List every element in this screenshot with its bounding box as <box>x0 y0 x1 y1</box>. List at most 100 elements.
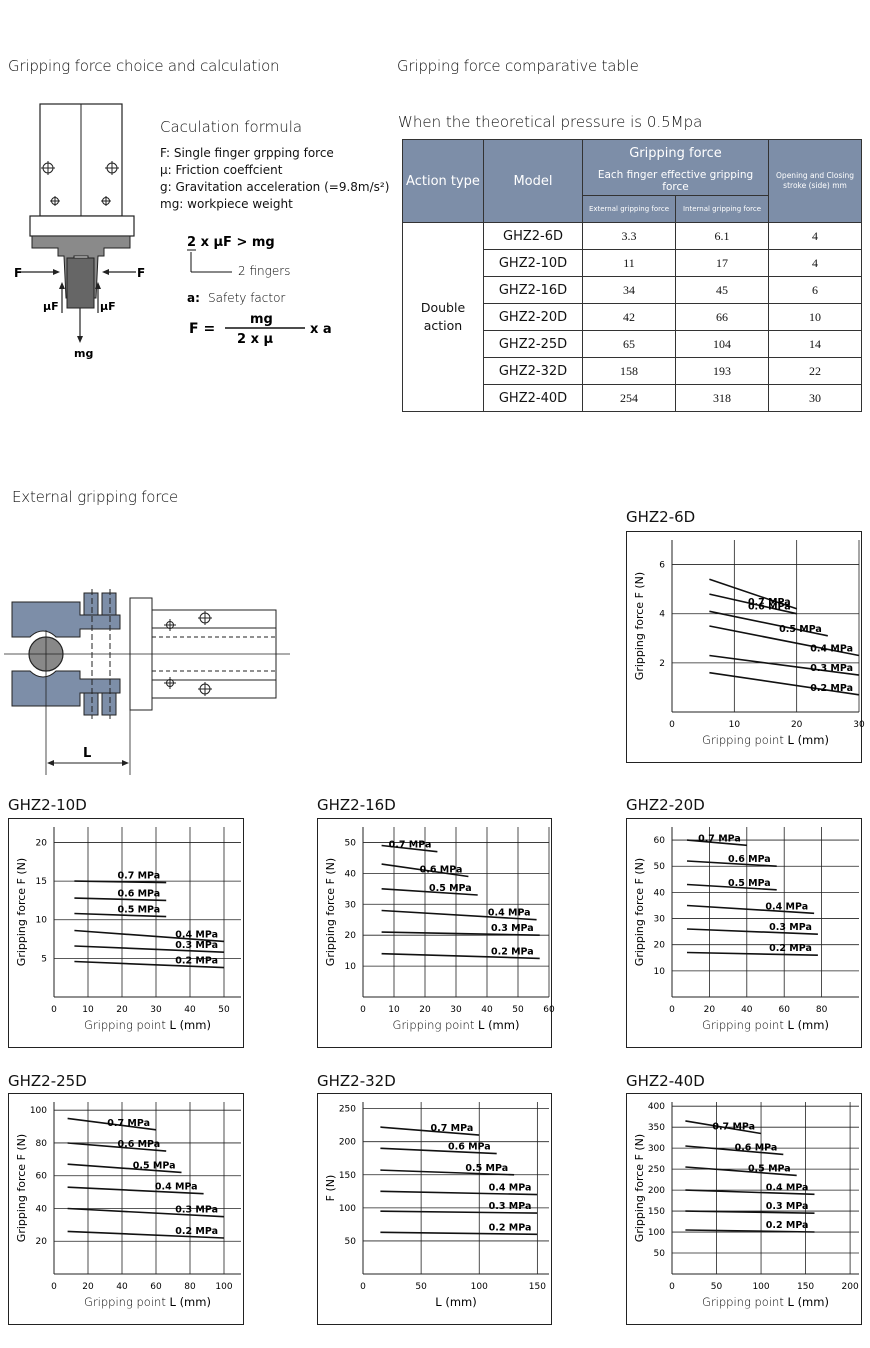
y-tick-label: 350 <box>648 1123 665 1133</box>
x-axis-label: Gripping point L (mm) <box>84 1018 211 1032</box>
cell-model: GHZ2-20D <box>483 303 583 331</box>
cell-stroke: 4 <box>768 249 862 277</box>
series-label: 0.6 MPa <box>448 1142 491 1153</box>
diagram-F-right: F <box>137 266 145 280</box>
series-label: 0.2 MPa <box>489 1222 532 1233</box>
series-line <box>685 1166 797 1177</box>
series-line <box>685 1145 784 1156</box>
series-label: 0.5 MPa <box>779 624 822 635</box>
series-label: 0.6 MPa <box>735 1142 778 1153</box>
series-label: 0.7 MPa <box>117 871 160 882</box>
y-tick-label: 20 <box>654 941 666 951</box>
tick-label-origin: 0 <box>669 1005 675 1015</box>
series-line <box>67 1142 167 1152</box>
series-label: 0.7 MPa <box>698 833 741 844</box>
x-axis-label: Gripping point L (mm) <box>84 1295 211 1309</box>
y-axis-label: Gripping force F (N) <box>15 1134 28 1242</box>
formula-line-2: μ: Friction coeffcient <box>160 163 283 177</box>
x-tick-label: 30 <box>450 1005 462 1015</box>
y-tick-label: 40 <box>654 888 666 898</box>
formula-eq1: 2 x μF > mg <box>187 235 275 250</box>
cell-model: GHZ2-10D <box>483 249 583 277</box>
series-label: 0.4 MPa <box>488 908 531 919</box>
y-tick-label: 400 <box>648 1102 665 1112</box>
y-tick-label: 50 <box>345 1237 357 1247</box>
cell-stroke: 10 <box>768 303 862 331</box>
formula-line-4: mg: workpiece weight <box>160 197 293 211</box>
y-tick-label: 100 <box>30 1106 47 1116</box>
cell-model: GHZ2-25D <box>483 330 583 358</box>
series-label: 0.6 MPa <box>728 854 771 865</box>
series-label: 0.5 MPa <box>117 905 160 916</box>
series-label: 0.5 MPa <box>728 878 771 889</box>
series-label: 0.4 MPa <box>766 1182 809 1193</box>
y-tick-label: 20 <box>36 838 48 848</box>
series-line <box>685 1189 815 1196</box>
y-tick-label: 30 <box>654 915 666 925</box>
cell-stroke: 6 <box>768 276 862 304</box>
series-line <box>709 625 860 657</box>
series-label: 0.7 MPa <box>712 1121 755 1132</box>
series-label: 0.7 MPa <box>107 1118 150 1129</box>
series-line <box>67 1117 157 1131</box>
series-line <box>381 844 438 853</box>
y-tick-label: 100 <box>648 1228 665 1238</box>
series-line <box>381 888 478 896</box>
y-tick-label: 100 <box>339 1204 356 1214</box>
table-condition: When the theoretical pressure is 0.5Mpa <box>398 113 703 131</box>
y-tick-label: 40 <box>345 869 357 879</box>
formula-line-3: g: Gravitation acceleration (=9.8m/s²) <box>160 180 390 194</box>
formula-equations: 2 x μF > mg 2 fingers a: Safety factor F… <box>187 235 332 347</box>
formula-safety: Safety factor <box>208 291 285 305</box>
series-label: 0.3 MPa <box>769 922 812 933</box>
heading-choice: Gripping force choice and calculation <box>8 57 280 75</box>
x-tick-label: 60 <box>778 1005 790 1015</box>
cell-ext: 254 <box>582 384 676 412</box>
y-tick-label: 20 <box>345 931 357 941</box>
series-label: 0.5 MPa <box>133 1160 176 1171</box>
diagram-F-left: F <box>14 266 22 280</box>
x-tick-label: 10 <box>388 1005 400 1015</box>
series-line <box>685 1229 815 1233</box>
tick-label-origin: 0 <box>51 1282 57 1292</box>
cell-stroke: 14 <box>768 330 862 358</box>
series-label: 0.7 MPa <box>389 840 432 851</box>
diagram-mu-right: μF <box>100 300 116 313</box>
x-tick-label: 80 <box>816 1005 828 1015</box>
heading-comparative: Gripping force comparative table <box>397 57 639 75</box>
series-label: 0.3 MPa <box>491 923 534 934</box>
series-line <box>709 671 860 696</box>
cell-model: GHZ2-40D <box>483 384 583 412</box>
cell-int: 45 <box>675 276 769 304</box>
y-tick-label: 50 <box>654 862 666 872</box>
y-tick-label: 5 <box>41 954 47 964</box>
x-tick-label: 50 <box>512 1005 524 1015</box>
series-line <box>380 1126 480 1136</box>
x-tick-label: 50 <box>711 1282 723 1292</box>
y-tick-label: 2 <box>659 659 665 669</box>
formula-fingers: 2 fingers <box>238 264 290 278</box>
series-line <box>686 839 747 847</box>
series-line <box>686 860 777 867</box>
series-line <box>685 1120 762 1135</box>
series-label: 0.2 MPa <box>491 946 534 957</box>
cell-stroke: 22 <box>768 357 862 385</box>
th-stroke: Opening and Closing stroke (side) mm <box>768 139 862 223</box>
series-label: 0.6 MPa <box>117 888 160 899</box>
series-label: 0.2 MPa <box>766 1220 809 1231</box>
series-line <box>685 1210 815 1214</box>
cell-int: 6.1 <box>675 222 769 250</box>
diagram-mu-left: μF <box>43 300 59 313</box>
x-tick-label: 20 <box>419 1005 431 1015</box>
th-force: Gripping force <box>582 139 769 168</box>
formula-xa: x a <box>310 322 332 337</box>
cell-int: 17 <box>675 249 769 277</box>
series-label: 0.4 MPa <box>155 1182 198 1193</box>
x-axis-label: Gripping point L (mm) <box>702 733 829 747</box>
series-line <box>380 1147 497 1155</box>
series-label: 0.6 MPa <box>420 864 463 875</box>
